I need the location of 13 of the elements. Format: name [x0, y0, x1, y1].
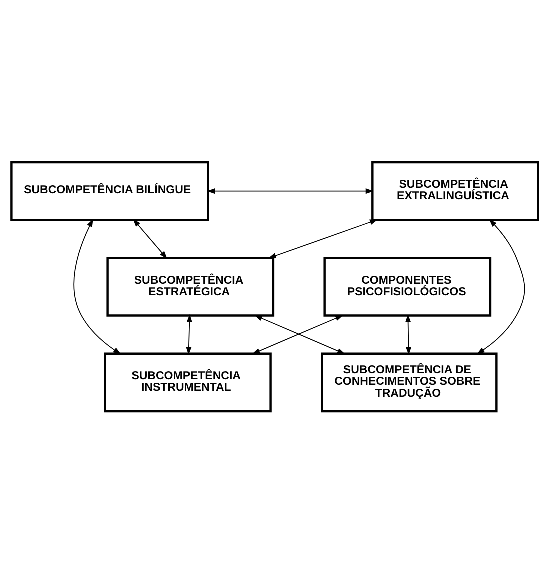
arrow — [476, 219, 526, 355]
arrow — [186, 314, 192, 356]
arrow — [207, 188, 374, 194]
node-box: SUBCOMPETÊNCIA ESTRATÉGICA — [106, 257, 275, 317]
arrow — [268, 220, 378, 259]
arrow — [133, 219, 168, 260]
node-box: SUBCOMPETÊNCIA INSTRUMENTAL — [104, 352, 272, 413]
node-box: SUBCOMPETÊNCIA EXTRALINGUÍSTICA — [372, 161, 540, 222]
node-box: COMPONENTES PSICOFISIOLÓGICOS — [324, 257, 492, 317]
node-box: SUBCOMPETÊNCIA DE CONHECIMENTOS SOBRE TRADUÇÃO — [321, 352, 498, 413]
node-box: SUBCOMPETÊNCIA BILÍNGUE — [10, 161, 210, 222]
arrow — [406, 314, 412, 356]
arrow — [74, 219, 122, 355]
